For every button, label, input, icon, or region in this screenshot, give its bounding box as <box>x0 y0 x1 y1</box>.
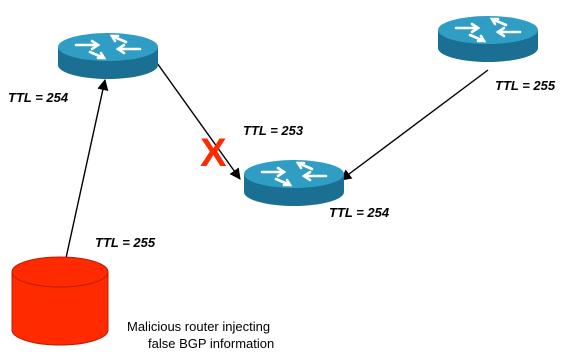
ttl-label-middle: TTL = 253 <box>243 123 304 138</box>
ttl-label-bottom-left: TTL = 255 <box>95 235 156 250</box>
ttl-label-top-right: TTL = 255 <box>495 78 556 93</box>
malicious-router-caption-line1: Malicious router injecting <box>127 319 270 334</box>
malicious-router-database-icon <box>11 256 109 346</box>
router-top-right <box>436 14 540 64</box>
link-malicious-to-top-left-router <box>65 78 109 259</box>
ttl-label-top-left: TTL = 254 <box>8 90 69 105</box>
malicious-router-caption-line2: false BGP information <box>148 336 274 351</box>
link-top-left-router-to-center-router <box>156 62 241 180</box>
blocked-x-mark-icon: X <box>200 131 227 175</box>
ttl-label-center: TTL = 254 <box>329 205 390 220</box>
router-top-left <box>56 31 160 81</box>
link-top-right-router-to-center-router <box>340 69 489 181</box>
router-center <box>242 158 346 208</box>
